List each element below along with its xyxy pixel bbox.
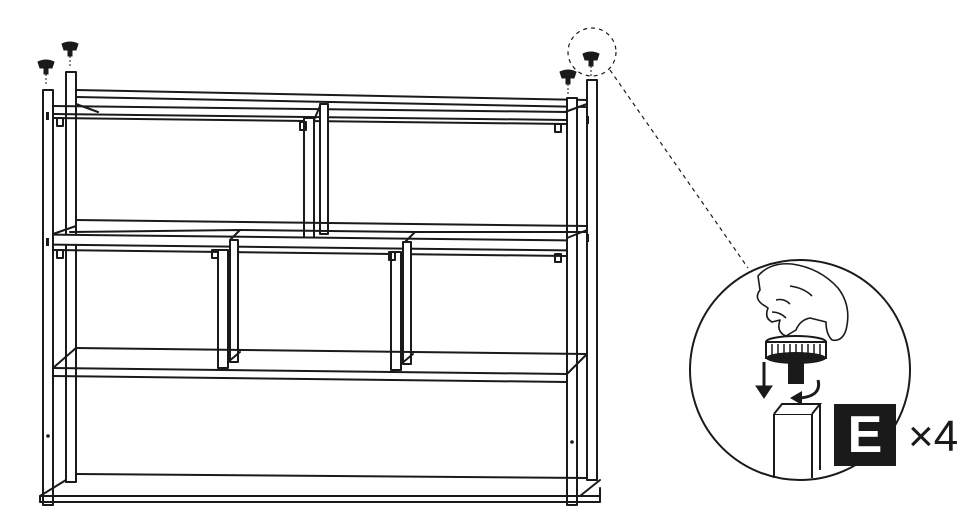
front-right-post: [566, 97, 578, 506]
leveling-foot-icon: [61, 41, 79, 68]
part-quantity: ×4: [908, 412, 959, 461]
connector-holes: [46, 112, 589, 444]
post-detail: [773, 403, 823, 478]
lower-dividers: [217, 239, 414, 371]
arrow-down-icon: [755, 362, 773, 399]
part-letter-badge: E: [834, 404, 896, 466]
hand-icon: [756, 262, 849, 342]
leveling-foot-icon: [37, 59, 55, 86]
upper-divider: [303, 103, 329, 241]
front-left-post: [42, 89, 54, 506]
middle-shelf: [52, 219, 588, 257]
rotate-arrow-icon: [790, 379, 821, 405]
leveling-foot-icon: [559, 69, 577, 94]
base: [39, 473, 601, 503]
bracket-tabs: [56, 117, 562, 263]
back-frame: [65, 71, 598, 483]
leveling-foot-icon: [582, 51, 600, 76]
lower-shelf: [52, 347, 588, 383]
callout-leader: [567, 27, 749, 269]
leveling-foot-detail: [765, 335, 827, 384]
